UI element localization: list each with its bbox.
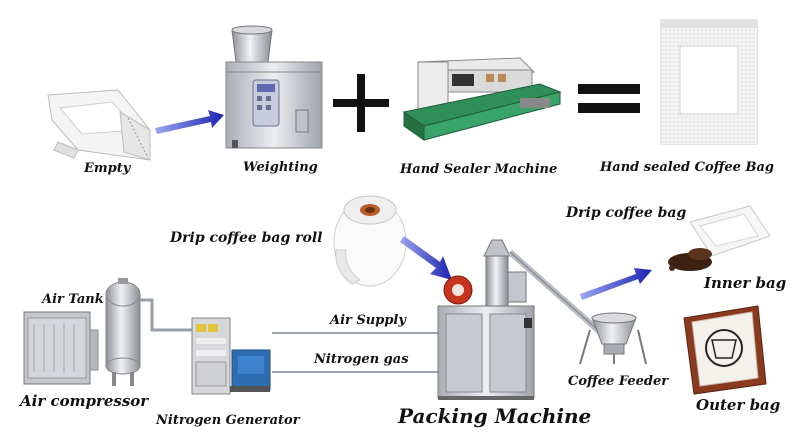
empty-drip-bag-image [47, 89, 151, 161]
arrow-to-drip-coffee-bag [580, 268, 652, 300]
label-air-supply: Air Supply [330, 313, 406, 328]
label-inner-bag: Inner bag [704, 274, 787, 292]
label-hand-sealer-machine: Hand Sealer Machine [400, 162, 558, 177]
hand-sealer-machine-image [402, 57, 562, 141]
air-tank-image [105, 278, 194, 386]
label-nitrogen-generator: Nitrogen Generator [156, 413, 300, 428]
label-drip-coffee-bag: Drip coffee bag [566, 205, 687, 221]
arrow-roll-to-packing-machine [400, 236, 452, 280]
coffee-screw-conveyor [508, 249, 602, 335]
weighing-filler-machine-image [225, 25, 323, 149]
label-empty: Empty [84, 161, 131, 176]
drip-coffee-bag-image [668, 205, 771, 271]
equals-sign [578, 84, 640, 113]
label-air-tank: Air Tank [42, 292, 104, 307]
label-weighting: Weighting [243, 160, 318, 175]
air-compressor-image [23, 311, 99, 385]
label-outer-bag: Outer bag [696, 396, 781, 414]
label-packing-machine: Packing Machine [398, 404, 592, 428]
arrow-empty-to-weighting [155, 110, 224, 134]
plus-sign [333, 74, 389, 132]
outer-bag-image [683, 305, 767, 395]
label-coffee-feeder: Coffee Feeder [568, 374, 669, 389]
label-air-compressor: Air compressor [20, 392, 149, 410]
coffee-feeder-image [579, 312, 647, 365]
label-nitrogen-gas: Nitrogen gas [314, 352, 409, 367]
nitrogen-generator-image [191, 317, 271, 395]
packing-machine-image [437, 239, 535, 400]
hand-sealed-coffee-bag-image [660, 19, 758, 145]
label-drip-coffee-bag-roll: Drip coffee bag roll [170, 230, 323, 246]
label-hand-sealed-coffee-bag: Hand sealed Coffee Bag [600, 160, 774, 175]
drip-coffee-bag-roll-image [333, 195, 407, 287]
